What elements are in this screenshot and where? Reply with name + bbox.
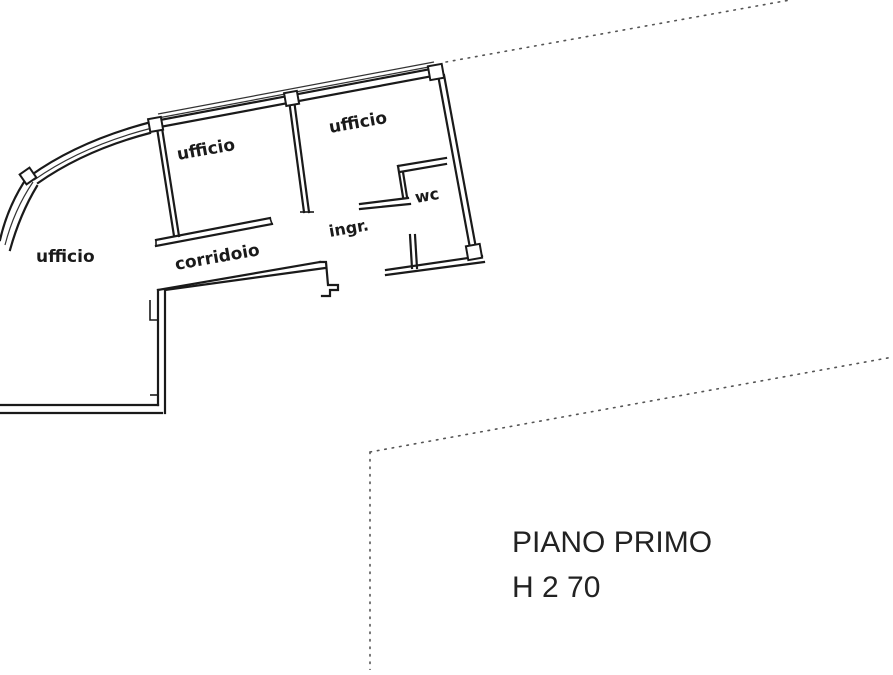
room-labels: ufficio ufficio ufficio corridoio ingr. … <box>36 108 441 275</box>
pillars <box>18 62 484 262</box>
room-label-office-right: ufficio <box>327 108 388 138</box>
pillar <box>464 242 484 262</box>
left-lower-walls <box>0 260 340 415</box>
floor-name: PIANO PRIMO <box>512 526 712 559</box>
boundary-middle <box>369 356 893 453</box>
room-label-entrance: ingr. <box>327 215 370 241</box>
room-label-corridor: corridoio <box>173 240 261 275</box>
floor-title: PIANO PRIMO H 2 70 <box>512 526 712 604</box>
property-boundary <box>369 0 893 671</box>
facade-curve <box>0 119 157 252</box>
pillar <box>282 89 301 108</box>
wc-walls <box>358 156 486 277</box>
pillar <box>18 166 38 186</box>
room-label-office-center: ufficio <box>175 135 236 165</box>
pillar <box>426 62 446 82</box>
partitions <box>155 73 478 250</box>
boundary-top <box>445 0 791 63</box>
pillar <box>146 115 165 134</box>
room-label-office-left: ufficio <box>36 247 95 267</box>
floor-height: H 2 70 <box>512 571 600 604</box>
room-label-wc: wc <box>413 184 440 207</box>
